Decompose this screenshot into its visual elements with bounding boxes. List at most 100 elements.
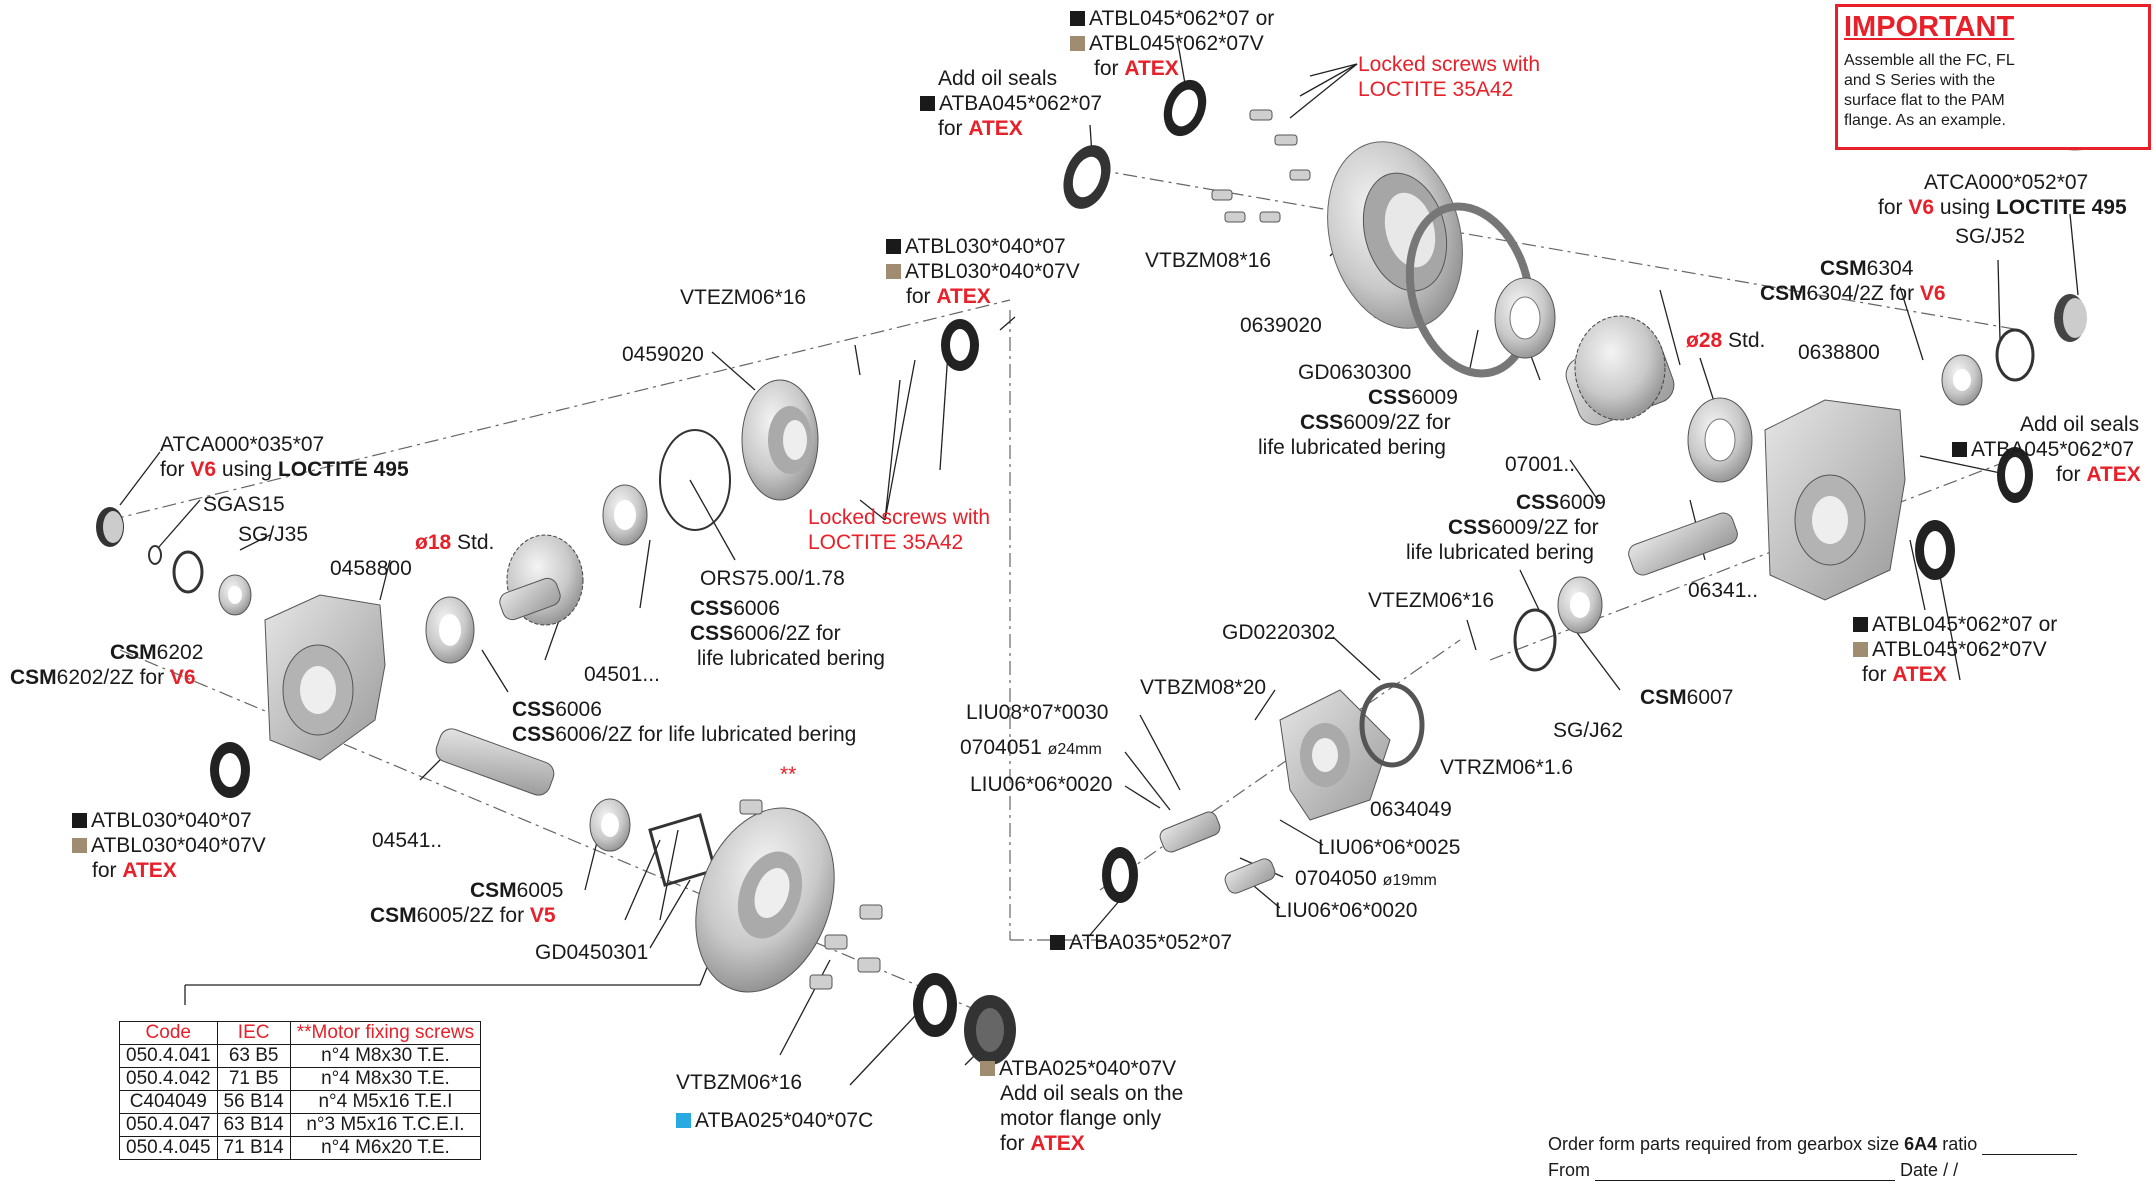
label-loctite-top: LOCTITE 35A42 — [1358, 78, 1514, 101]
label-atba045-right: ATBA045*062*07 — [1952, 437, 2134, 462]
label-for-atex-1: for ATEX — [1094, 57, 1179, 80]
order-form-line: Order form parts required from gearbox s… — [1548, 1134, 2078, 1155]
label-add-oil-seals-right: Add oil seals — [2020, 413, 2140, 436]
label-07001: 07001.. — [1505, 453, 1576, 476]
label-for-v6-loctite-right: for V6 using LOCTITE 495 — [1878, 196, 2127, 219]
label-vtezm06-16-left: VTEZM06*16 — [680, 286, 807, 309]
bearing-csm6202 — [218, 574, 252, 616]
bearing-css6006-a — [602, 484, 648, 546]
table-header-row: Code IEC **Motor fixing screws — [119, 1021, 482, 1045]
gasket-gd0630300 — [1405, 202, 1535, 378]
label-csm6007: CSM6007 — [1640, 686, 1734, 709]
label-ors75: ORS75.00/1.78 — [700, 567, 845, 590]
circlip-sg-j62 — [1513, 608, 1557, 672]
label-atba045-top: ATBA045*062*07 — [920, 91, 1102, 116]
table-cell: 050.4.041 — [119, 1044, 218, 1068]
label-0639020: 0639020 — [1240, 314, 1322, 337]
label-gd0220302: GD0220302 — [1222, 621, 1336, 644]
label-add-oil-seals-motor: Add oil seals on the — [1000, 1082, 1184, 1105]
label-0634049: 0634049 — [1370, 798, 1452, 821]
label-sg-j52: SG/J52 — [1955, 225, 2026, 248]
label-gd0450301: GD0450301 — [535, 941, 649, 964]
oil-seal-035 — [1102, 847, 1138, 903]
label-css6009-a: CSS6009 — [1368, 386, 1458, 409]
o-ring-ors75 — [659, 429, 731, 531]
label-for-atex-7: for ATEX — [1000, 1132, 1085, 1155]
table-cell: n°4 M6x20 T.E. — [289, 1136, 482, 1160]
table-row: 050.4.041 63 B5 n°4 M8x30 T.E. — [119, 1044, 482, 1068]
label-life-lubricated-c: life lubricated bering — [697, 647, 885, 670]
label-0458800: 0458800 — [330, 557, 412, 580]
table-cell: n°4 M8x30 T.E. — [289, 1067, 482, 1091]
label-atca000-035: ATCA000*035*07 — [160, 433, 325, 456]
label-liu06-06-0020-b: LIU06*06*0020 — [1275, 899, 1418, 922]
ratio-input-line[interactable] — [1982, 1138, 2078, 1155]
tan-seal-swatch — [1070, 36, 1085, 51]
gear-07001 — [1565, 315, 1675, 426]
label-for-atex-4: for ATEX — [1862, 663, 1947, 686]
label-liu08-07-0030: LIU08*07*0030 — [966, 701, 1109, 724]
bearing-css6009-top — [1494, 277, 1556, 359]
label-sg-j35: SG/J35 — [238, 523, 309, 546]
label-vtbzm08-20: VTBZM08*20 — [1140, 676, 1267, 699]
order-form-from: From — [1548, 1160, 1590, 1180]
circlip-sg-j35 — [172, 550, 204, 594]
label-for-atex-6: for ATEX — [92, 859, 177, 882]
label-css6006-2z-a: CSS6006/2Z for — [690, 622, 841, 645]
label-life-lubricated-a: life lubricated bering — [1258, 436, 1446, 459]
label-atba025-v: ATBA025*040*07V — [980, 1056, 1176, 1081]
label-liu06-06-0020-a: LIU06*06*0020 — [970, 773, 1113, 796]
table-cell: 050.4.045 — [119, 1136, 218, 1160]
label-for-v6-loctite-left: for V6 using LOCTITE 495 — [160, 458, 409, 481]
label-life-lubricated-b: life lubricated bering — [1406, 541, 1594, 564]
label-atbl045-v-right: ATBL045*062*07V — [1853, 637, 2047, 662]
label-atbl030-v-left: ATBL030*040*07V — [72, 833, 266, 858]
order-form-ratio: ratio — [1942, 1134, 1978, 1154]
from-input-line[interactable] — [1595, 1164, 1896, 1181]
label-locked-screws-left: Locked screws with — [808, 506, 991, 529]
table-cell: n°3 M5x16 T.C.E.I. — [289, 1113, 482, 1137]
motor-flange-table: Code IEC **Motor fixing screws 050.4.041… — [119, 1021, 482, 1160]
oil-seal-030-left — [210, 742, 250, 798]
label-0704051: 0704051 ø24mm — [960, 736, 1102, 759]
table-cell: 71 B14 — [216, 1136, 291, 1160]
table-cell: 56 B14 — [216, 1090, 291, 1114]
label-csm6005: CSM6005 — [470, 879, 564, 902]
bearing-css6006-b — [425, 596, 475, 664]
label-04541: 04541.. — [372, 829, 443, 852]
label-css6006-b: CSS6006 — [512, 698, 602, 721]
label-csm6304: CSM6304 — [1820, 257, 1914, 280]
shaft-0704051 — [1159, 811, 1276, 894]
bearing-csm6007 — [1557, 576, 1603, 634]
label-atbl045-or-right: ATBL045*062*07 or — [1853, 612, 2057, 637]
bearing-css6009-lower — [1687, 397, 1753, 483]
table-header: **Motor fixing screws — [289, 1021, 482, 1045]
cyan-seal-swatch — [676, 1113, 691, 1128]
label-06341: 06341.. — [1688, 579, 1759, 602]
table-cell: n°4 M5x16 T.E.I — [289, 1090, 482, 1114]
label-sg-j62: SG/J62 — [1553, 719, 1624, 742]
table-header: Code — [119, 1021, 218, 1045]
screws-motor-flange — [739, 799, 883, 990]
label-0704050: 0704050 ø19mm — [1295, 867, 1437, 890]
important-text: Assemble all the FC, FL and S Series wit… — [1844, 52, 2015, 129]
label-o18-std: ø18 Std. — [415, 531, 495, 554]
oil-seal-045-top — [1063, 79, 1207, 209]
oil-seal-045-right — [1915, 447, 2033, 580]
table-cell: C404049 — [119, 1090, 218, 1114]
order-form-from-line: From Date / / — [1548, 1160, 1959, 1181]
label-add-oil-seals-top: Add oil seals — [938, 67, 1058, 90]
label-sgas15: SGAS15 — [203, 493, 285, 516]
label-double-asterisk: ** — [780, 763, 797, 786]
circlip-sgas15 — [148, 545, 162, 565]
label-0638800: 0638800 — [1798, 341, 1880, 364]
table-header: IEC — [216, 1021, 291, 1045]
circlip-sg-j52 — [1995, 328, 2035, 382]
bearing-csm6304 — [1941, 354, 1983, 406]
table-cell: 63 B14 — [216, 1113, 291, 1137]
flange-0639020 — [1327, 141, 1463, 329]
cap-atca000-052 — [2054, 294, 2087, 342]
important-notice: IMPORTANT Assemble all the FC, FL and S … — [1835, 4, 2151, 150]
label-css6006-a: CSS6006 — [690, 597, 780, 620]
table-row: 050.4.045 71 B14 n°4 M6x20 T.E. — [119, 1136, 482, 1160]
